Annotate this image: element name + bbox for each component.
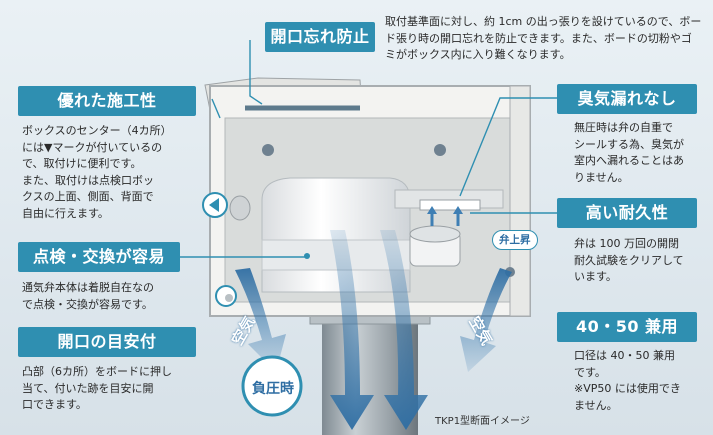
diagram-caption: TKP1型断面イメージ [435,416,530,427]
valve-up-tag: 弁上昇 [492,230,538,250]
airflow-arrows [235,230,512,430]
text-inspection: 通気弁本体は着脱自在なの で点検・交換が容易です。 [22,281,154,311]
text-durability: 弁は 100 万回の開閉 耐久試験をクリアして います。 [574,237,684,283]
text-odor-proof: 無圧時は弁の自重で シールする為、臭気が 室内へ漏れることはあ りません。 [574,121,684,184]
negative-pressure-badge [241,355,303,417]
text-opening-marker: 凸部（6カ所）をボードに押し 当て、付いた跡を目安に開 口できます。 [22,365,172,411]
negative-pressure-label: 負圧時 [252,381,294,397]
badge-opening-marker: 開口の目安付 [18,327,196,357]
badge-inspection: 点検・交換が容易 [18,242,180,272]
side-markers [202,192,251,307]
badge-durability: 高い耐久性 [557,198,697,228]
text-workability: ボックスのセンター（4カ所） には▼マークが付いているの で、取付けに便利です。… [22,124,172,220]
text-sizes: 口径は 40・50 兼用 です。 ※VP50 には使用でき ません。 [574,349,681,412]
badge-odor-proof: 臭気漏れなし [557,84,697,114]
text-opening-guard: 取付基準面に対し、約 1cm の出っ張りを設けているので、ボー ド張り時の開口忘… [385,15,702,61]
badge-sizes: 40・50 兼用 [557,312,697,342]
leader-lines [180,40,557,258]
badge-workability: 優れた施工性 [18,86,196,116]
badge-opening-guard: 開口忘れ防止 [265,22,375,52]
